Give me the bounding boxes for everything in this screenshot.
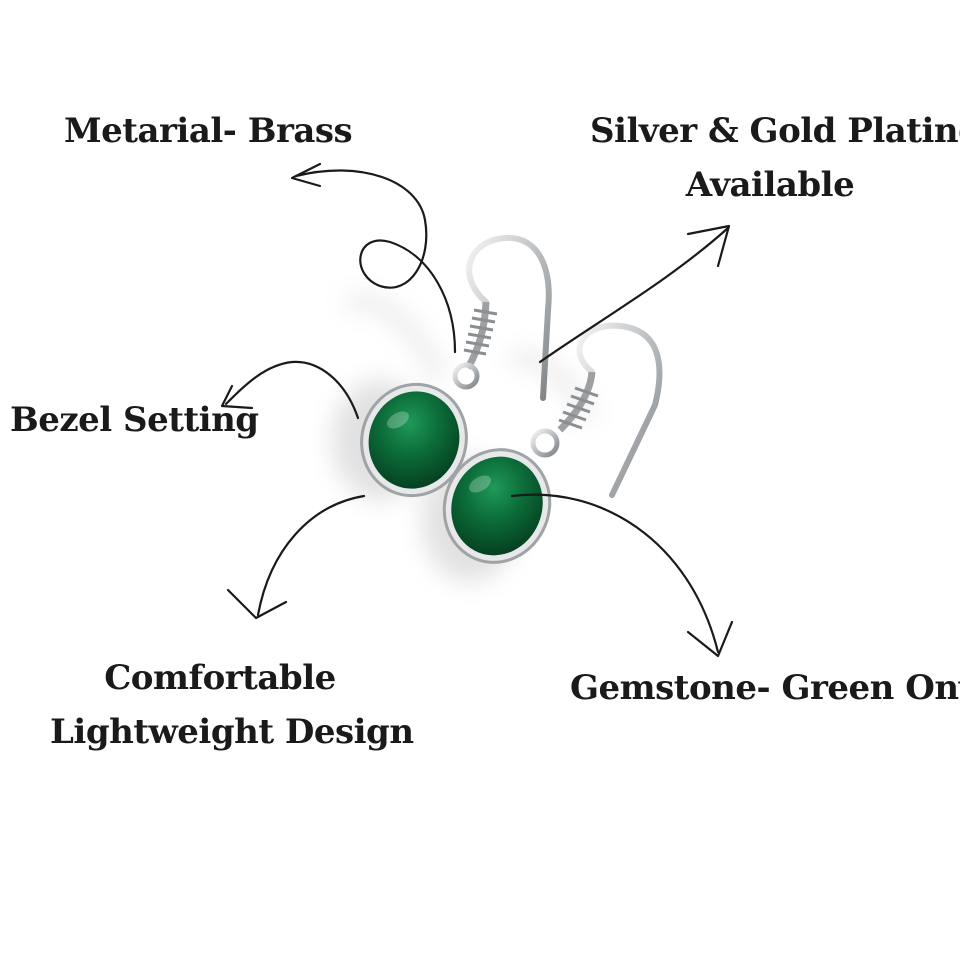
right-coil xyxy=(558,386,599,430)
gemstone-arrow xyxy=(510,493,734,658)
gemstone-label: Gemstone- Green Onyx xyxy=(570,661,960,715)
left-gemstone xyxy=(368,391,460,489)
comfort-text-line1: Comfortable xyxy=(104,658,336,698)
material-text: Metarial- Brass xyxy=(64,111,353,151)
left-coil xyxy=(463,308,498,356)
comfort-label: Comfortable Lightweight Design xyxy=(50,651,414,759)
left-jump-ring xyxy=(452,362,480,390)
bezel-arrow xyxy=(220,360,360,420)
gemstone-text: Gemstone- Green Onyx xyxy=(570,668,960,708)
right-stem xyxy=(557,371,596,433)
comfort-arrow xyxy=(226,494,366,620)
bezel-label: Bezel Setting xyxy=(10,393,259,447)
plating-text-line1: Silver & Gold Plating xyxy=(590,111,960,151)
plating-label: Silver & Gold Plating Available xyxy=(590,104,960,212)
left-stem xyxy=(464,301,490,370)
bezel-text: Bezel Setting xyxy=(10,400,259,440)
right-hook xyxy=(576,322,663,498)
right-gemstone xyxy=(451,456,543,556)
left-hook xyxy=(466,234,552,401)
material-arrow xyxy=(290,162,457,354)
right-jump-ring xyxy=(530,428,560,458)
right-earring xyxy=(442,322,663,564)
comfort-text-line2: Lightweight Design xyxy=(50,712,414,752)
plating-arrow xyxy=(538,224,731,364)
material-label: Metarial- Brass xyxy=(64,104,353,158)
plating-text-line2: Available xyxy=(685,165,855,205)
left-earring xyxy=(360,234,552,498)
